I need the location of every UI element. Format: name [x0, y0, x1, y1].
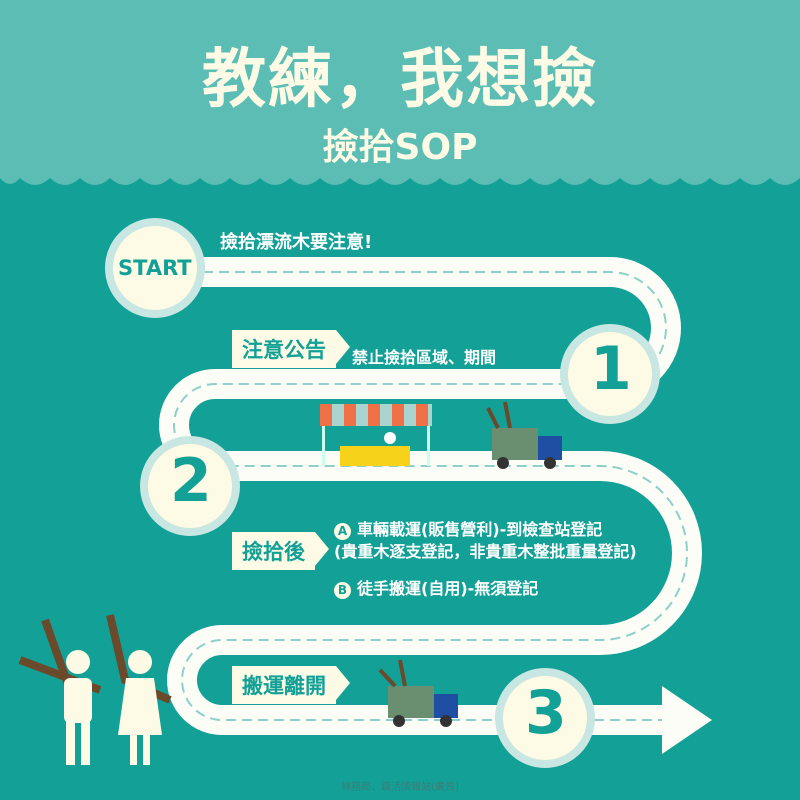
footer-credit: 林務局．森活情報站(廣告) — [341, 782, 459, 793]
truck-icon — [486, 401, 562, 469]
option-a-line1: 車輛載運(販售營利)-到檢查站登記 — [357, 520, 603, 539]
road — [155, 257, 712, 754]
market-stall-icon — [320, 404, 432, 466]
truck-icon-2 — [378, 659, 458, 727]
step-1-label: 注意公告 — [232, 330, 350, 368]
step-2-label: 撿拾後 — [232, 532, 329, 570]
step-1-circle — [560, 324, 660, 424]
step-2-number: 2 — [170, 446, 212, 516]
step-2-circle — [140, 436, 240, 536]
page-subtitle: 撿拾SOP — [322, 127, 478, 168]
people-carrying-wood-icon — [18, 614, 172, 765]
option-b-line1: 徒手搬運(自用)-無須登記 — [357, 579, 539, 598]
option-a-line2: (貴重木逐支登記，非貴重木整批重量登記) — [334, 542, 637, 561]
page-title: 教練，我想撿 — [202, 43, 598, 117]
start-circle — [105, 218, 205, 318]
header-wave — [0, 0, 800, 185]
step-1-number: 1 — [590, 334, 632, 404]
option-a: A 車輛載運(販售營利)-到檢查站登記 — [334, 516, 602, 540]
step-1-text: 禁止撿拾區域、期間 — [352, 348, 497, 367]
option-b-badge: B — [334, 582, 351, 599]
option-b: B 徒手搬運(自用)-無須登記 — [334, 575, 538, 599]
option-a-badge: A — [334, 523, 351, 540]
step-3-number: 3 — [525, 678, 567, 748]
start-label: START — [118, 256, 192, 280]
start-caption: 撿拾漂流木要注意! — [220, 232, 373, 253]
step-3-label: 搬運離開 — [232, 666, 350, 704]
step-3-circle — [495, 668, 595, 768]
arrow-head-icon — [662, 686, 712, 754]
